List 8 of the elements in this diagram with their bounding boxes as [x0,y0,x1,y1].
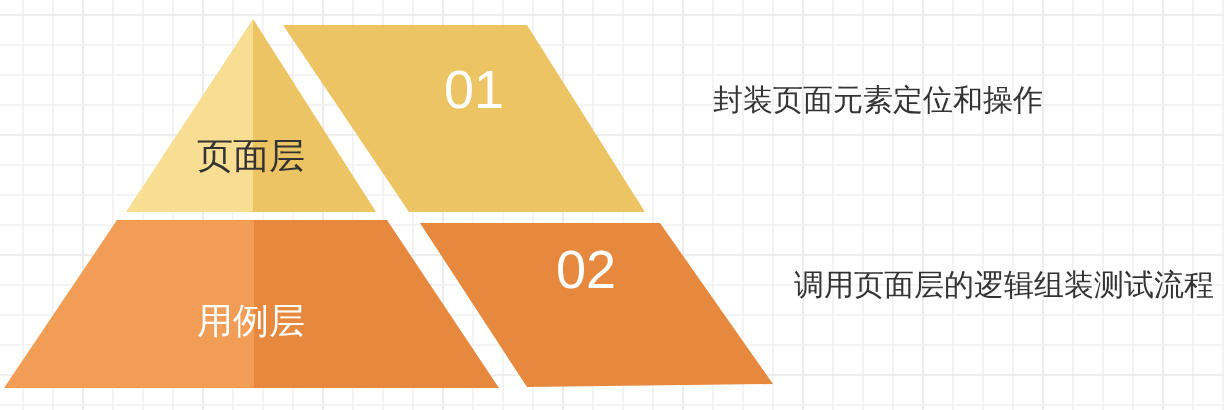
layer-label: 用例层 [197,303,305,339]
triangle-shape [126,19,376,212]
description-text: 调用页面层的逻辑组装测试流程 [794,270,1214,300]
trapezoid-shape [4,220,499,388]
description-text: 封装页面元素定位和操作 [713,85,1043,115]
layer-label: 页面层 [197,138,305,174]
number-label: 01 [443,62,505,116]
number-label: 02 [555,242,617,296]
